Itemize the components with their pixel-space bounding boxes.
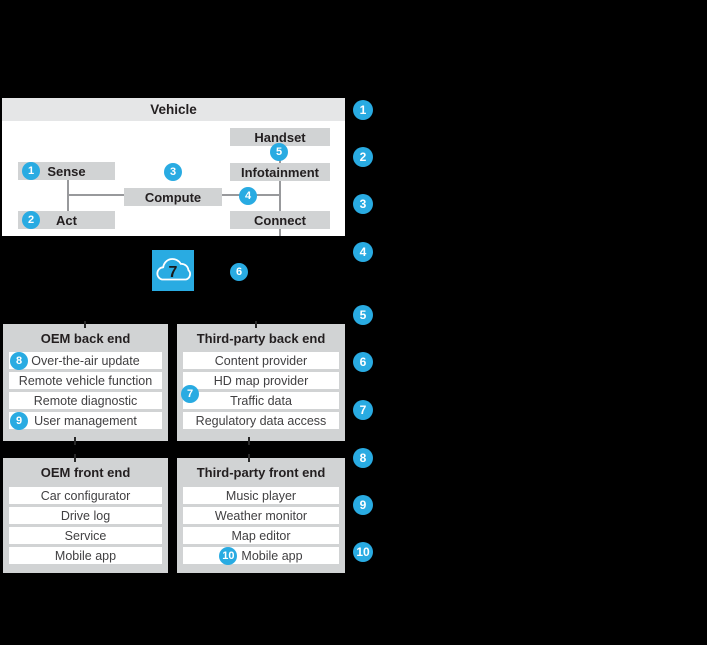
vehicle-container: Vehicle Handset Infotainment Sense Compu… — [2, 98, 345, 236]
box-connect: Connect — [230, 211, 330, 229]
row-map-editor: Map editor — [183, 527, 339, 544]
marker-4: 4 — [239, 187, 257, 205]
box-handset: Handset — [230, 128, 330, 146]
panel-oem-front-end-rows: Car configurator Drive log Service Mobil… — [3, 487, 168, 564]
tick-third-backend-top — [255, 321, 257, 328]
row-over-the-air-update: Over-the-air update — [9, 352, 162, 369]
row-hd-map-provider: HD map provider — [183, 372, 339, 389]
tick-oem-frontend-top — [74, 454, 76, 462]
line-sense-act — [67, 180, 69, 212]
row-drive-log: Drive log — [9, 507, 162, 524]
row-music-player: Music player — [183, 487, 339, 504]
box-sense: Sense — [18, 162, 115, 180]
row-weather-monitor: Weather monitor — [183, 507, 339, 524]
panel-third-party-back-end-title: Third-party back end — [196, 330, 326, 346]
legend-marker-4: 4 — [353, 242, 373, 262]
row-mobile-app-third-party: 10 Mobile app — [183, 546, 339, 565]
panel-oem-back-end-title: OEM back end — [40, 330, 131, 346]
marker-3: 3 — [164, 163, 182, 181]
marker-6: 6 — [230, 263, 248, 281]
legend-marker-2: 2 — [353, 147, 373, 167]
legend-marker-3: 3 — [353, 194, 373, 214]
panel-third-party-front-end: Third-party front end Music player Weath… — [177, 458, 345, 573]
tick-third-frontend-top — [248, 454, 250, 462]
legend-marker-5: 5 — [353, 305, 373, 325]
box-infotainment: Infotainment — [230, 163, 330, 181]
legend-marker-7: 7 — [353, 400, 373, 420]
panel-oem-back-end-rows: Over-the-air update Remote vehicle funct… — [3, 352, 168, 429]
tick-third-backend-bottom — [248, 437, 250, 445]
line-infotainment-connect — [279, 181, 281, 211]
line-sense-compute — [67, 194, 126, 196]
row-mobile-app-oem: Mobile app — [9, 547, 162, 564]
panel-oem-back-end: OEM back end Over-the-air update Remote … — [3, 324, 168, 441]
row-regulatory-data-access: Regulatory data access — [183, 412, 339, 429]
box-compute: Compute — [124, 188, 222, 206]
panel-oem-front-end: OEM front end Car configurator Drive log… — [3, 458, 168, 573]
tick-oem-backend-bottom — [74, 437, 76, 445]
row-remote-vehicle-function: Remote vehicle function — [9, 372, 162, 389]
cloud-tile: 7 — [152, 250, 194, 291]
row-user-management: User management — [9, 412, 162, 429]
panel-third-party-back-end-rows: Content provider HD map provider Traffic… — [177, 352, 345, 429]
row-service: Service — [9, 527, 162, 544]
cloud-number: 7 — [169, 264, 178, 281]
row-traffic-data: Traffic data — [183, 392, 339, 409]
legend-marker-10: 10 — [353, 542, 373, 562]
marker-9: 9 — [10, 412, 28, 430]
marker-7: 7 — [181, 385, 199, 403]
marker-5: 5 — [270, 143, 288, 161]
tick-oem-backend-top — [84, 321, 86, 328]
panel-third-party-front-end-title: Third-party front end — [196, 465, 326, 480]
legend-marker-9: 9 — [353, 495, 373, 515]
panel-third-party-front-end-rows: Music player Weather monitor Map editor … — [177, 487, 345, 565]
row-mobile-app-third-party-label: Mobile app — [241, 548, 303, 563]
marker-2: 2 — [22, 211, 40, 229]
row-content-provider: Content provider — [183, 352, 339, 369]
marker-1: 1 — [22, 162, 40, 180]
vehicle-title: Vehicle — [2, 98, 345, 121]
panel-third-party-back-end: Third-party back end Content provider HD… — [177, 324, 345, 441]
cloud-icon: 7 — [156, 258, 191, 281]
line-connect-out — [279, 229, 281, 236]
box-act: Act — [18, 211, 115, 229]
legend-marker-8: 8 — [353, 448, 373, 468]
legend-marker-1: 1 — [353, 100, 373, 120]
legend-marker-6: 6 — [353, 352, 373, 372]
marker-8: 8 — [10, 352, 28, 370]
row-car-configurator: Car configurator — [9, 487, 162, 504]
panel-oem-front-end-title: OEM front end — [40, 465, 131, 480]
marker-10: 10 — [219, 546, 238, 565]
row-remote-diagnostic: Remote diagnostic — [9, 392, 162, 409]
